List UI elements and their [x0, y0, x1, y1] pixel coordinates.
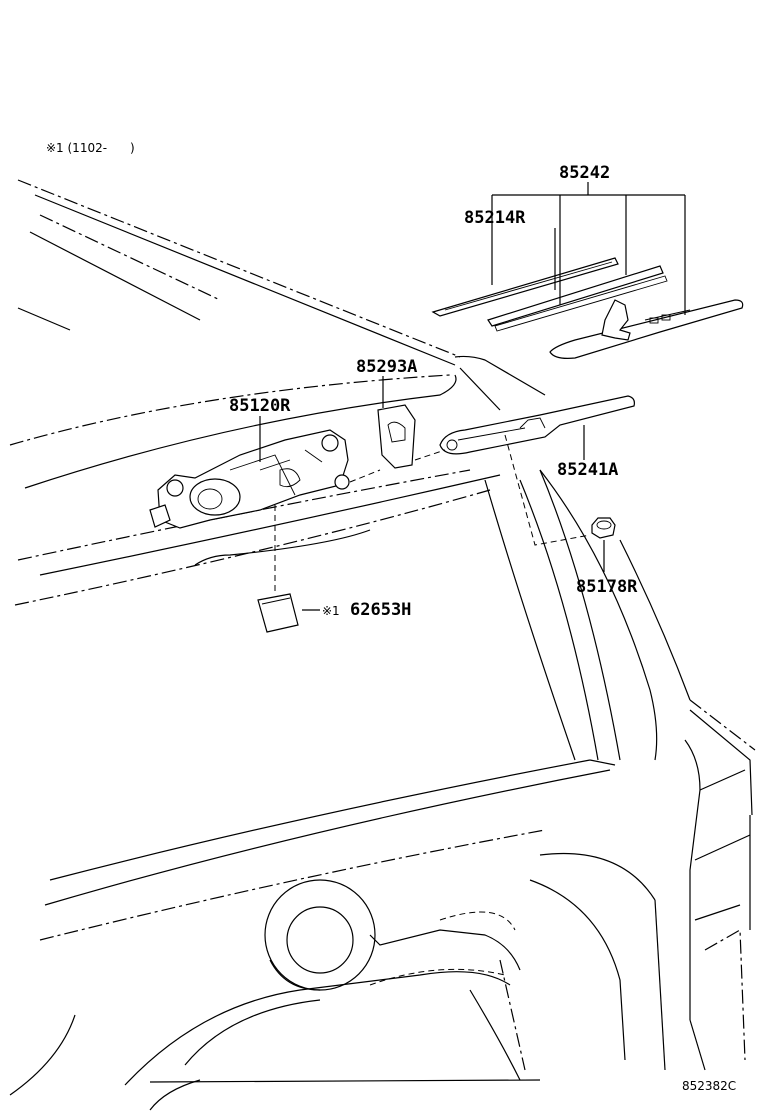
nut — [591, 517, 616, 539]
cushion-pad — [257, 593, 299, 633]
leader-lines — [259, 182, 686, 611]
applicability-note: ※1 (1102- ) — [46, 141, 135, 155]
wiper-arm — [439, 395, 635, 455]
part-label-62653H: 62653H — [350, 600, 411, 620]
part-label-85242: 85242 — [559, 163, 610, 183]
vehicle-body-outline — [9, 179, 756, 1111]
wiper-arm-cap — [377, 404, 416, 469]
wiper-blade-assembly — [431, 257, 744, 359]
part-label-85293A: 85293A — [356, 357, 417, 377]
part-label-85178R: 85178R — [576, 577, 638, 597]
part-mark-62653H: ※1 — [322, 604, 340, 618]
diagram-code: 852382C — [682, 1079, 736, 1093]
part-label-85241A: 85241A — [557, 460, 618, 480]
part-label-85214R: 85214R — [464, 208, 526, 228]
part-label-85120R: 85120R — [229, 396, 291, 416]
wiper-motor — [149, 429, 350, 529]
